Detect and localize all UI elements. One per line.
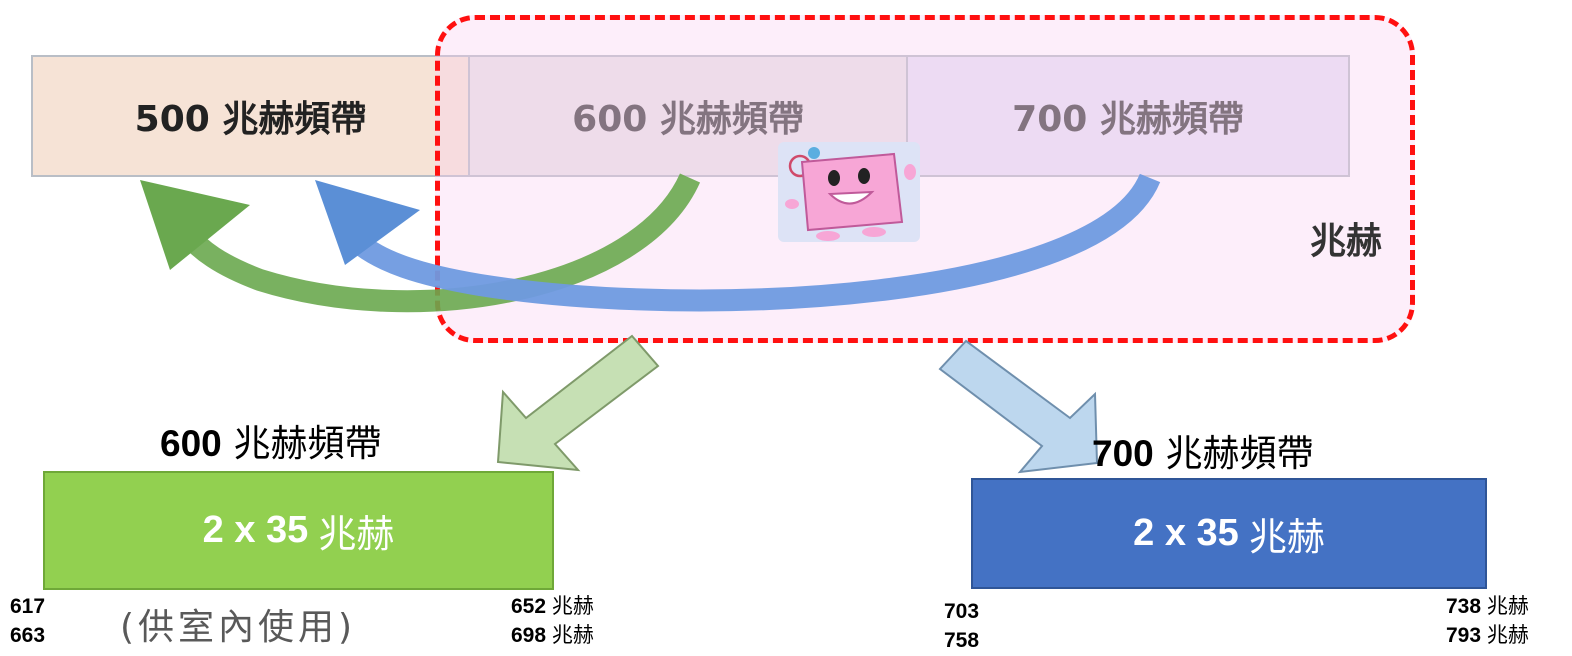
band-700-box: 700 兆赫頻帶 bbox=[908, 55, 1350, 177]
band-600-label: 600 兆赫頻帶 bbox=[572, 99, 804, 140]
band-700-title-text: 兆赫頻帶 bbox=[1165, 432, 1314, 475]
band-700-label: 700 兆赫頻帶 bbox=[1012, 99, 1244, 140]
band-600-allocation-number: 2 x 35 bbox=[202, 509, 309, 551]
blue-curved-arrow-icon bbox=[315, 173, 1161, 312]
band-700-title-number: 700 bbox=[1092, 433, 1154, 474]
freq-unit: 兆赫 bbox=[551, 595, 594, 618]
band-600-upper-edges: 652 兆赫 698 兆赫 bbox=[511, 592, 594, 650]
band-500-box: 500 兆赫頻帶 bbox=[31, 55, 470, 177]
band-600-allocation-unit: 兆赫 bbox=[318, 512, 395, 556]
band-700-title: 700 兆赫頻帶 bbox=[1092, 423, 1314, 477]
band-700-lower-edges: 703 758 bbox=[944, 597, 979, 655]
band-600-title-text: 兆赫頻帶 bbox=[233, 422, 382, 465]
green-curved-arrow-icon bbox=[140, 173, 701, 313]
tv-mascot-icon bbox=[778, 142, 920, 242]
freq-758: 758 bbox=[944, 629, 980, 652]
freq-unit: 兆赫 bbox=[1486, 595, 1529, 618]
band-600-allocation: 2 x 35 兆赫 bbox=[43, 471, 554, 590]
freq-unit: 兆赫 bbox=[1486, 624, 1529, 647]
freq-652: 652 bbox=[511, 595, 547, 618]
freq-703: 703 bbox=[944, 600, 980, 623]
band-700-allocation-unit: 兆赫 bbox=[1248, 515, 1325, 559]
freq-793: 793 bbox=[1446, 624, 1482, 647]
down-left-arrow-icon bbox=[496, 334, 660, 472]
band-700-allocation-number: 2 x 35 bbox=[1133, 512, 1239, 554]
freq-738: 738 bbox=[1446, 595, 1482, 618]
down-right-arrow-icon bbox=[938, 339, 1099, 474]
band-700-upper-edges: 738 兆赫 793 兆赫 bbox=[1446, 592, 1529, 650]
indoor-use-note: (供室內使用) bbox=[120, 607, 357, 648]
band-700-allocation: 2 x 35 兆赫 bbox=[971, 478, 1487, 589]
highlight-mhz-label: 兆赫 bbox=[1310, 221, 1383, 262]
band-500-label: 500 兆赫頻帶 bbox=[134, 99, 367, 140]
band-600-lower-edges: 617 663 bbox=[10, 592, 45, 650]
freq-617: 617 bbox=[10, 595, 46, 618]
freq-unit: 兆赫 bbox=[551, 624, 594, 647]
band-600-title-number: 600 bbox=[160, 423, 222, 464]
band-600-title: 600 兆赫頻帶 bbox=[160, 413, 382, 467]
freq-663: 663 bbox=[10, 624, 46, 647]
freq-698: 698 bbox=[511, 624, 547, 647]
